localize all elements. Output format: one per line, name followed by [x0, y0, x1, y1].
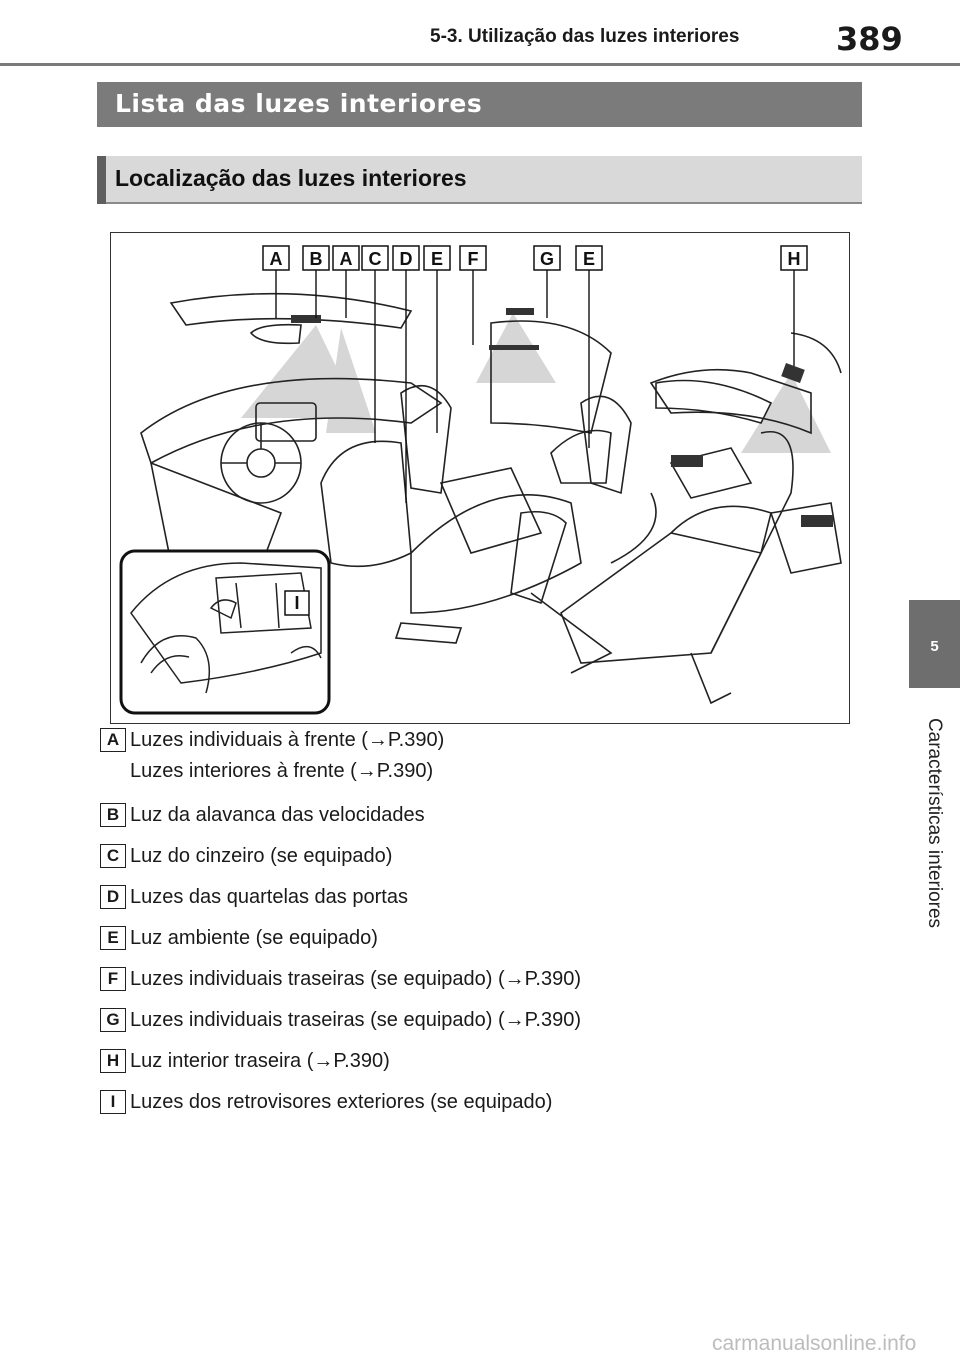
legend-text: Luzes dos retrovisores exteriores (se eq… — [130, 1091, 553, 1113]
page-number: 389 — [836, 20, 903, 58]
callout-label: G — [540, 249, 554, 269]
subsection-title: Localização das luzes interiores — [115, 165, 467, 191]
page-header-title: 5-3. Utilização das luzes interiores — [430, 26, 740, 47]
callout-label: A — [340, 249, 353, 269]
legend-letter: H — [100, 1049, 126, 1073]
legend-letter: E — [100, 926, 126, 950]
legend-text: Luzes individuais à frente (→P.390) — [130, 729, 445, 751]
legend-text: Luzes individuais traseiras (se equipado… — [130, 1009, 581, 1031]
subsection-title-bar: Localização das luzes interiores — [97, 156, 862, 204]
chapter-label: Características interiores — [924, 717, 945, 929]
callout-label: F — [468, 249, 479, 269]
section-title-bar: Lista das luzes interiores — [97, 82, 862, 127]
callout-label: C — [369, 249, 382, 269]
legend-text: Luzes interiores à frente (→P.390) — [130, 760, 434, 782]
legend-text: Luz interior traseira (→P.390) — [130, 1050, 390, 1072]
callout-label: E — [583, 249, 595, 269]
section-title: Lista das luzes interiores — [115, 89, 483, 118]
legend-text: Luz do cinzeiro (se equipado) — [130, 845, 393, 867]
inset-callout-label: I — [294, 593, 299, 613]
callout-label: H — [788, 249, 801, 269]
callout-label: A — [270, 249, 283, 269]
callout-label: B — [310, 249, 323, 269]
mirror-inset: I — [119, 549, 331, 715]
legend-text: Luz ambiente (se equipado) — [130, 927, 378, 949]
header-divider — [0, 63, 960, 66]
legend-letter: C — [100, 844, 126, 868]
subsection-accent — [97, 156, 106, 204]
legend-letter: D — [100, 885, 126, 909]
legend-letter: A — [100, 728, 126, 752]
legend-text: Luzes das quartelas das portas — [130, 886, 408, 908]
chapter-tab: 5 — [909, 600, 960, 688]
callout-label: E — [431, 249, 443, 269]
legend-letter: G — [100, 1008, 126, 1032]
legend-text: Luz da alavanca das velocidades — [130, 804, 425, 826]
car-interior-illustration: A B A C D E F G E H I — [119, 245, 842, 715]
legend-letter: B — [100, 803, 126, 827]
watermark: carmanualsonline.info — [712, 1332, 917, 1355]
legend-letter: F — [100, 967, 126, 991]
legend-letter: I — [100, 1090, 126, 1114]
callout-boxes — [262, 245, 808, 271]
legend-text: Luzes individuais traseiras (se equipado… — [130, 968, 581, 990]
chapter-number: 5 — [930, 638, 939, 655]
interior-lights-figure: A B A C D E F G E H I — [110, 232, 850, 724]
callout-label: D — [400, 249, 413, 269]
